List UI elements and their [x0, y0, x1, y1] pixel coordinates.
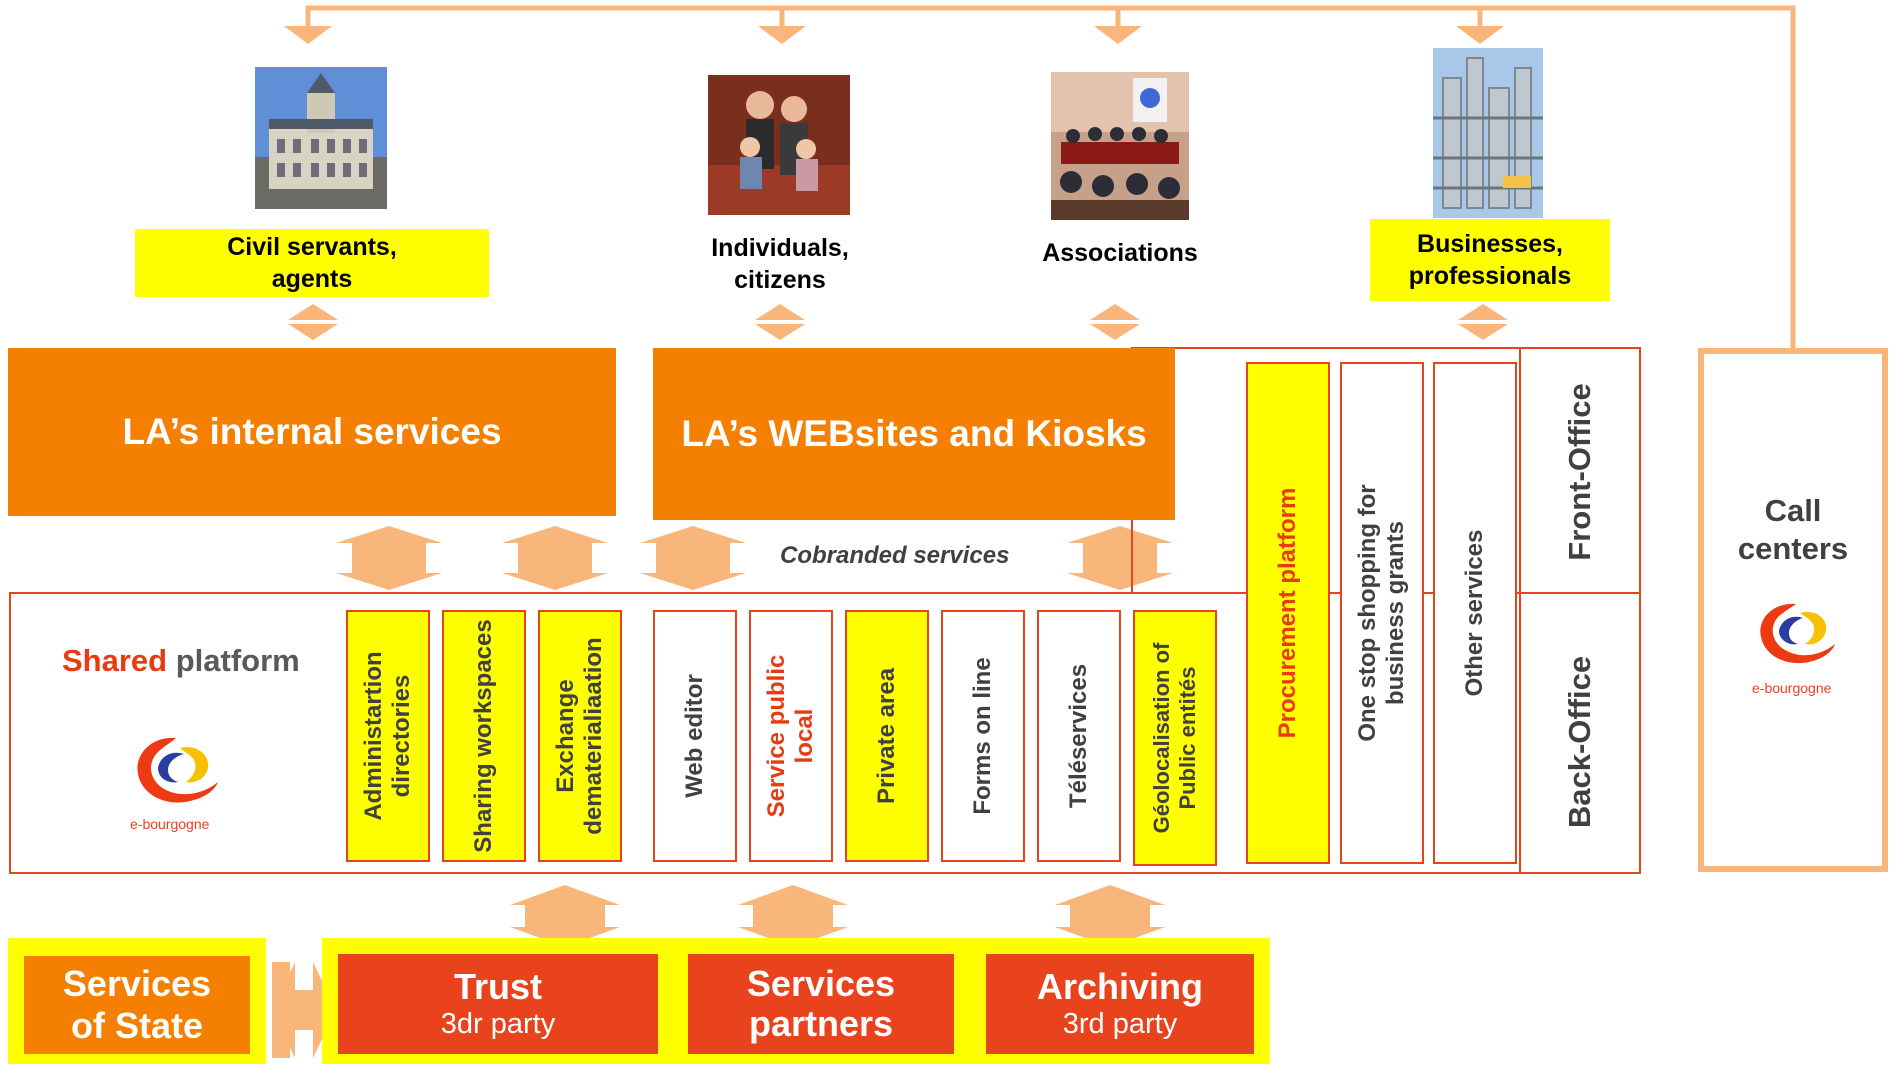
service-column-teleservices: Téléservices: [1037, 610, 1121, 862]
trust-third-party-box: Trust 3dr party: [338, 954, 658, 1054]
archiving-title: Archiving: [1036, 966, 1204, 1007]
cobranded-services-label: Cobranded services: [780, 542, 1010, 569]
down-arrow-head: [1456, 26, 1504, 44]
service-column-label: Other services: [1461, 529, 1488, 697]
service-column-label: Téléservices: [1065, 663, 1092, 809]
service-column-private-area: Private area: [845, 610, 929, 862]
internal-services-label: LA’s internal services: [122, 411, 502, 452]
service-column-label: Sharing workspaces: [470, 619, 497, 853]
actor-label-line: professionals: [1408, 262, 1572, 290]
shared-platform-region: [9, 592, 1641, 874]
service-column-forms-online: Forms on line: [941, 610, 1025, 862]
down-arrow-head: [1094, 26, 1142, 44]
state-services-line: of State: [70, 1005, 203, 1046]
actor-link-arrow: [755, 304, 805, 340]
shared-bottom-arrow: [1055, 885, 1165, 947]
archiving-subtitle: 3rd party: [1062, 1008, 1178, 1040]
meeting-photo: [1051, 72, 1189, 220]
e-bourgogne-logo-icon: [137, 737, 218, 803]
actor-link-arrow: [1458, 304, 1508, 340]
actor-label-civil-servants: Civil servants, agents: [135, 229, 489, 297]
actor-label-line: agents: [271, 265, 353, 293]
service-column-procurement-platform: Procurement platform: [1246, 362, 1330, 864]
actor-label-line: Civil servants,: [227, 233, 397, 261]
front-shared-arrow: [1067, 526, 1173, 590]
services-partners-box: Services partners: [688, 954, 954, 1054]
actor-label-individuals: Individuals, citizens: [680, 230, 880, 298]
back-office-label: Back-Office: [1562, 655, 1597, 829]
family-photo: [708, 75, 850, 215]
call-centers-box: [1698, 348, 1888, 872]
actor-label-associations: Associations: [1010, 236, 1230, 270]
state-services-line: Services: [62, 963, 212, 1004]
actor-link-arrow: [288, 304, 338, 340]
industrial-plant-photo: [1433, 48, 1543, 218]
shared-bottom-arrow: [510, 885, 620, 947]
actor-label-businesses: Businesses, professionals: [1370, 219, 1610, 301]
town-hall-photo: [255, 67, 387, 209]
front-office-label: Front-Office: [1562, 383, 1597, 561]
front-shared-arrow: [502, 526, 608, 590]
partners-line: partners: [748, 1003, 894, 1044]
service-column-sharing-workspaces: Sharing workspaces: [442, 610, 526, 862]
actor-label-line: Businesses,: [1417, 230, 1563, 258]
service-column-label: Web editor: [681, 674, 708, 798]
actor-label-line: citizens: [734, 266, 826, 294]
front-shared-arrow: [640, 526, 746, 590]
websites-kiosks-label: LA’s WEBsites and Kiosks: [681, 413, 1147, 454]
shared-accent-word: Shared: [62, 643, 168, 678]
e-bourgogne-logo-text: e-bourgogne: [130, 816, 210, 832]
trust-subtitle: 3dr party: [440, 1008, 556, 1040]
down-arrow-head: [284, 26, 332, 44]
down-arrow-head: [758, 26, 806, 44]
service-column-label: Procurement platform: [1274, 487, 1301, 739]
service-column-web-editor: Web editor: [653, 610, 737, 862]
front-shared-arrow: [336, 526, 442, 590]
service-column-label: Private area: [873, 667, 900, 805]
actor-label-line: Individuals,: [711, 234, 849, 262]
shared-rest-word: platform: [167, 643, 300, 678]
internal-services-block: LA’s internal services: [8, 348, 616, 516]
shared-bottom-arrow: [738, 885, 848, 947]
archiving-third-party-box: Archiving 3rd party: [986, 954, 1254, 1054]
state-services-box: Services of State: [24, 956, 250, 1054]
actor-label-line: Associations: [1042, 239, 1198, 267]
shared-platform-title: Shared platform: [62, 643, 300, 679]
service-column-other-services: Other services: [1433, 362, 1517, 864]
trust-title: Trust: [453, 966, 542, 1007]
actor-link-arrow: [1090, 304, 1140, 340]
partners-line: Services: [746, 963, 896, 1004]
e-bourgogne-logo-text: e-bourgogne: [1752, 680, 1832, 696]
service-column-label: Forms on line: [969, 657, 996, 815]
websites-kiosks-block: LA’s WEBsites and Kiosks: [653, 348, 1175, 520]
e-bourgogne-logo-icon: [1760, 603, 1835, 664]
